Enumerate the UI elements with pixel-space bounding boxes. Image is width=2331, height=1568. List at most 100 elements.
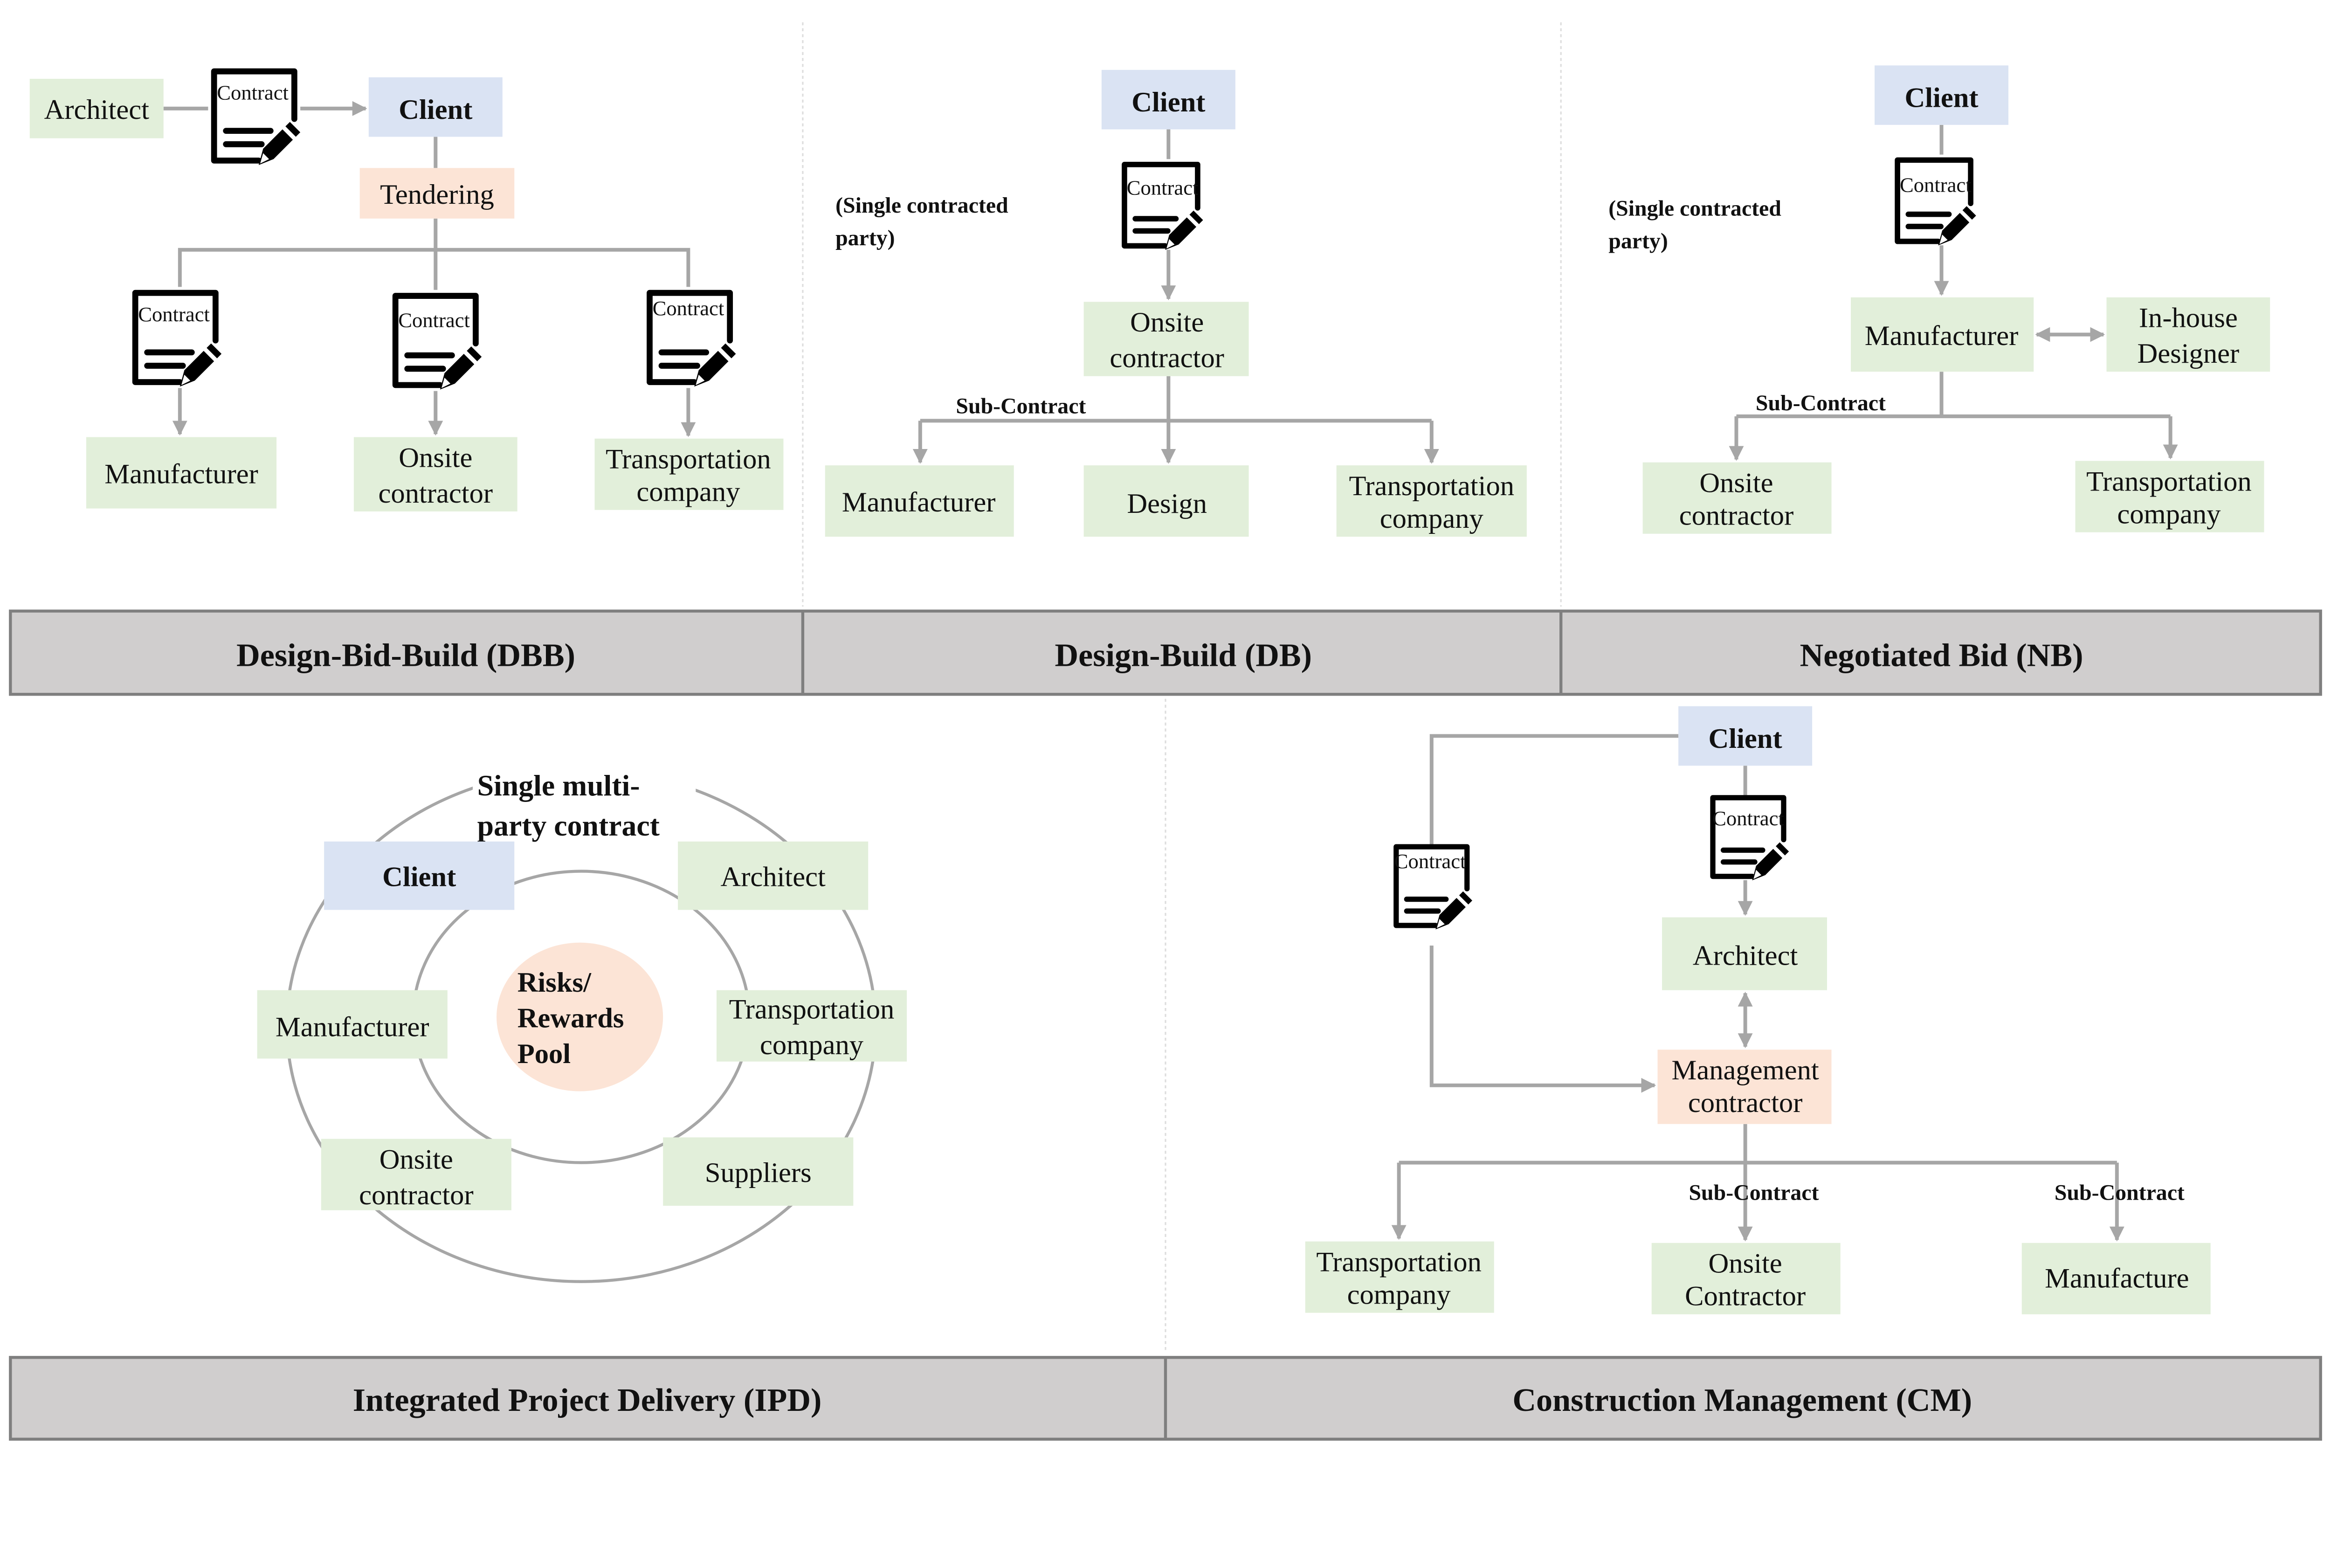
multi-party-contract-note: Single multi-	[477, 769, 640, 802]
single-party-note: party)	[1608, 229, 1668, 254]
svg-text:Suppliers: Suppliers	[705, 1157, 812, 1188]
svg-text:Client: Client	[1709, 723, 1782, 754]
svg-text:contractor: contractor	[379, 478, 493, 509]
svg-text:Onsite: Onsite	[399, 442, 472, 473]
svg-text:Client: Client	[1904, 83, 1978, 114]
contract-icon: Contract	[1897, 160, 1976, 245]
svg-text:Contract: Contract	[653, 297, 724, 320]
svg-text:Architect: Architect	[720, 862, 826, 893]
nb-diagram: Client (Single contracted party) Contrac…	[1608, 65, 2270, 534]
svg-text:Client: Client	[382, 862, 456, 893]
top-header-bar: Design-Bid-Build (DBB) Design-Build (DB)…	[9, 609, 2322, 696]
suppliers-box: Suppliers	[663, 1137, 854, 1206]
risks-rewards-pool: Risks/ Rewards Pool	[497, 942, 663, 1091]
manufacturer-box: Manufacturer	[825, 465, 1014, 537]
cm-diagram: Client Contract Contract Architect Manag…	[1305, 706, 2211, 1314]
svg-text:Management: Management	[1671, 1055, 1819, 1086]
svg-text:company: company	[636, 477, 740, 508]
svg-text:Manufacturer: Manufacturer	[1865, 320, 2019, 352]
client-box: Client	[1678, 706, 1813, 766]
svg-text:contractor: contractor	[1688, 1087, 1803, 1119]
tendering-box: Tendering	[359, 168, 515, 219]
svg-text:contractor: contractor	[1679, 500, 1794, 532]
svg-text:Contractor: Contractor	[1685, 1281, 1806, 1312]
svg-text:company: company	[1347, 1279, 1451, 1311]
svg-text:Manufacturer: Manufacturer	[842, 487, 996, 518]
svg-text:Risks/: Risks/	[517, 967, 592, 998]
svg-text:Contract: Contract	[1900, 173, 1972, 196]
svg-text:Transportation: Transportation	[1316, 1246, 1482, 1278]
architect-box: Architect	[1662, 917, 1827, 990]
svg-text:Transportation: Transportation	[1349, 470, 1515, 502]
svg-text:Contract: Contract	[1127, 176, 1199, 200]
client-box: Client	[324, 841, 515, 910]
svg-text:Contract: Contract	[398, 309, 470, 332]
transportation-company-box: Transportation company	[716, 990, 907, 1062]
onsite-contractor-box: Onsite contractor	[353, 437, 517, 511]
svg-text:Manufacturer: Manufacturer	[104, 458, 258, 490]
manufacturer-box: Manufacturer	[1851, 297, 2034, 372]
contract-icon: Contract	[649, 293, 736, 387]
sub-contract-label: Sub-Contract	[1689, 1180, 1819, 1205]
manufacturer-box: Manufacturer	[86, 437, 277, 509]
manufacture-box: Manufacture	[2021, 1243, 2211, 1314]
svg-text:contractor: contractor	[359, 1180, 474, 1211]
client-box: Client	[1101, 69, 1235, 130]
svg-text:company: company	[2117, 498, 2221, 530]
contract-icon: Contract	[135, 293, 221, 387]
ipd-title: Integrated Project Delivery (IPD)	[353, 1382, 822, 1418]
svg-text:Rewards: Rewards	[517, 1002, 624, 1034]
svg-text:Manufacture: Manufacture	[2045, 1263, 2189, 1294]
svg-text:Tendering: Tendering	[380, 179, 494, 210]
db-diagram: Client (Single contracted party) Contrac…	[825, 69, 1527, 537]
architect-box: Architect	[29, 79, 164, 138]
svg-text:Client: Client	[399, 94, 472, 125]
dbb-diagram: Architect Contract Client Tendering Cont…	[29, 71, 784, 511]
dbb-title: Design-Bid-Build (DBB)	[236, 637, 575, 674]
svg-text:Client: Client	[1131, 87, 1205, 118]
sub-contract-label: Sub-Contract	[2055, 1180, 2185, 1205]
svg-text:Transportation: Transportation	[606, 443, 771, 475]
architect-box: Architect	[678, 841, 869, 910]
svg-text:company: company	[1380, 503, 1484, 534]
svg-text:contractor: contractor	[1110, 343, 1224, 374]
ipd-diagram: Single multi- party contract Risks/ Rewa…	[257, 761, 907, 1283]
db-title: Design-Build (DB)	[1055, 637, 1312, 674]
svg-text:company: company	[760, 1029, 864, 1061]
client-box: Client	[368, 77, 503, 137]
sub-contract-label: Sub-Contract	[1756, 391, 1886, 415]
section-dividers	[802, 22, 1562, 1353]
svg-text:In-house: In-house	[2139, 303, 2238, 334]
single-party-note: (Single contracted	[1608, 196, 1781, 221]
svg-text:Designer: Designer	[2138, 338, 2240, 369]
svg-text:Transportation: Transportation	[729, 994, 895, 1025]
svg-text:Onsite: Onsite	[1130, 307, 1204, 338]
onsite-contractor-box: Onsite contractor	[1083, 302, 1249, 376]
svg-text:Architect: Architect	[1693, 940, 1798, 972]
client-box: Client	[1875, 65, 2009, 125]
multi-party-contract-note: party contract	[477, 809, 660, 842]
svg-text:Transportation: Transportation	[2086, 466, 2252, 497]
svg-text:Contract: Contract	[1712, 807, 1784, 830]
design-box: Design	[1083, 465, 1249, 537]
svg-text:Contract: Contract	[138, 303, 210, 326]
contract-icon: Contract	[1712, 798, 1789, 880]
svg-text:Manufacturer: Manufacturer	[276, 1012, 429, 1043]
svg-text:Pool: Pool	[517, 1038, 571, 1070]
manufacturer-box: Manufacturer	[257, 990, 448, 1059]
svg-text:Onsite: Onsite	[1709, 1248, 1782, 1279]
contract-icon: Contract	[395, 296, 482, 390]
bottom-header-bar: Integrated Project Delivery (IPD) Constr…	[9, 1356, 2322, 1441]
svg-text:Contract: Contract	[1394, 850, 1466, 873]
svg-text:Design: Design	[1127, 488, 1207, 519]
contract-icon: Contract	[1124, 165, 1203, 250]
